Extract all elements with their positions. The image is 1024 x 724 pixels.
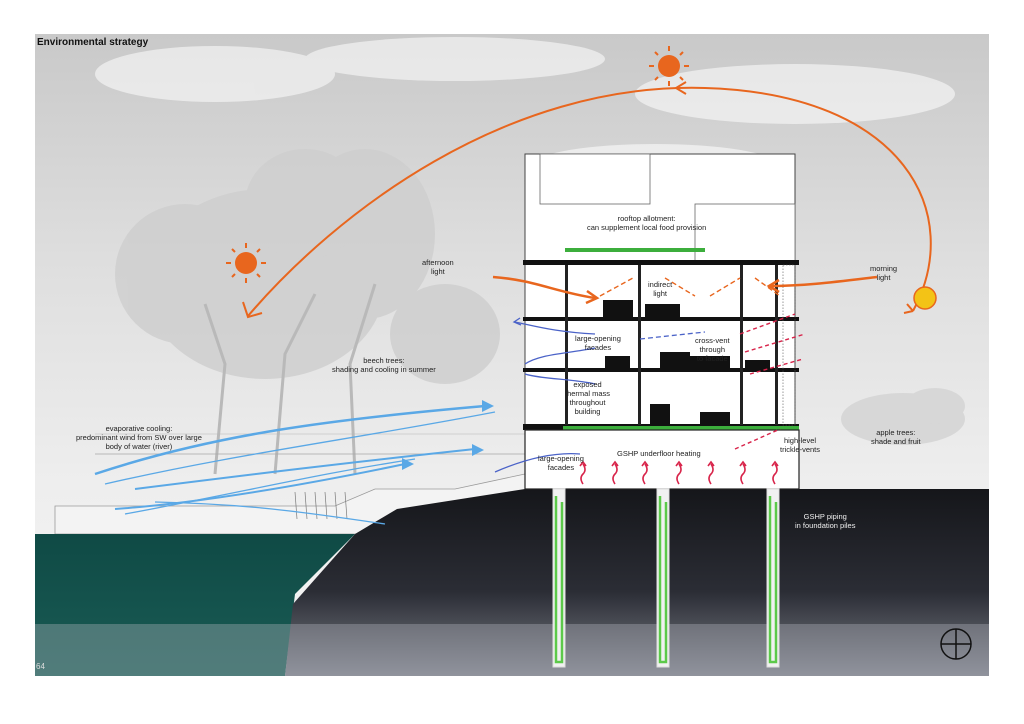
vent-arrows-red <box>734 313 806 450</box>
label-line: facades <box>547 463 575 472</box>
label-line: light <box>653 289 667 298</box>
gshp-pipes <box>554 496 778 664</box>
label-line: light <box>430 267 445 276</box>
afternoon-light-arrow <box>492 275 596 300</box>
label-large-opening-upper: large-opening facades <box>575 334 621 352</box>
cross-vent-arrows <box>494 317 706 473</box>
label-high-level-trickle-vents: high-level trickle-vents <box>780 436 820 454</box>
label-line: evaporative cooling: <box>105 424 173 433</box>
morning-light-arrow <box>769 275 878 288</box>
label-exposed-thermal-mass: exposed thermal mass throughout building <box>565 380 610 416</box>
label-line: large-opening <box>538 454 584 463</box>
label-line: beech trees: <box>363 356 405 365</box>
label-gshp-underfloor-heating: GSHP underfloor heating <box>617 449 701 458</box>
label-morning-light: morning light <box>870 264 897 282</box>
label-evaporative-cooling: evaporative cooling: predominant wind fr… <box>76 424 202 451</box>
sun-path-arc <box>247 86 932 317</box>
morning-sun-icon <box>913 286 937 310</box>
label-afternoon-light: afternoon light <box>422 258 454 276</box>
north-arrow-icon <box>940 628 972 660</box>
label-line: exposed <box>573 380 602 389</box>
label-gshp-piping: GSHP piping in foundation piles <box>795 512 855 530</box>
sun-icon <box>649 46 689 86</box>
sun-path-arrow <box>674 81 687 95</box>
heat-arrows <box>579 460 779 485</box>
label-line: apple trees: <box>876 428 916 437</box>
label-rooftop-allotment: rooftop allotment: can supplement local … <box>587 214 706 232</box>
label-line: body of water (river) <box>105 442 173 451</box>
river <box>35 534 355 676</box>
section-diagram <box>35 34 989 676</box>
label-line: in foundation piles <box>795 521 856 530</box>
label-line: rooftop allotment: <box>617 214 676 223</box>
label-indirect-light: indirect light <box>648 280 672 298</box>
label-line: predominant wind from SW over large <box>76 433 202 442</box>
diagram-sheet: Environmental strategy 64 rooftop allotm… <box>35 34 989 676</box>
label-line: building <box>574 407 601 416</box>
label-line: to facade <box>696 354 728 363</box>
label-line: high-level <box>783 436 817 445</box>
label-line: GSHP underfloor heating <box>617 449 701 458</box>
afternoon-sun-icon <box>226 243 266 283</box>
label-line: can supplement local food provision <box>587 223 707 232</box>
sun-path-end <box>242 301 263 319</box>
label-line: trickle-vents <box>780 445 821 454</box>
page-title: Environmental strategy <box>37 37 149 48</box>
label-cross-vent: cross-vent through to facade <box>695 336 730 363</box>
label-line: morning <box>870 264 898 273</box>
label-line: throughout <box>569 398 606 407</box>
building-section <box>523 153 800 668</box>
beech-trees <box>115 149 500 384</box>
label-apple-trees: apple trees: shade and fruit <box>871 428 921 446</box>
label-line: afternoon <box>422 258 454 267</box>
label-line: facades <box>584 343 612 352</box>
page-number: 64 <box>36 662 45 671</box>
label-line: cross-vent <box>695 336 730 345</box>
apple-trees <box>841 388 965 445</box>
label-line: through <box>699 345 726 354</box>
label-line: shading and cooling in summer <box>332 365 436 374</box>
label-beech-trees: beech trees: shading and cooling in summ… <box>332 356 436 374</box>
label-line: indirect <box>648 280 673 289</box>
label-line: thermal mass <box>565 389 611 398</box>
ground <box>285 489 989 676</box>
label-line: large-opening <box>575 334 621 343</box>
label-large-opening-lower: large-opening facades <box>538 454 584 472</box>
label-line: light <box>876 273 891 282</box>
wind-ribbons <box>94 404 496 525</box>
label-line: GSHP piping <box>803 512 847 521</box>
wind-arrowheads <box>402 400 494 470</box>
label-line: shade and fruit <box>871 437 921 446</box>
ground-fade <box>35 624 989 676</box>
indirect-light-arrows <box>599 277 781 297</box>
